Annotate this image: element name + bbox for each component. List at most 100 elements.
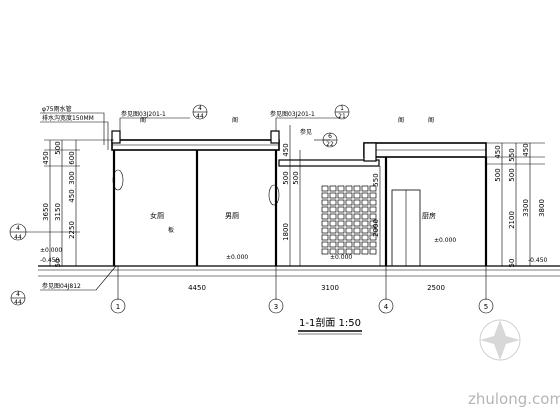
- lattice-block: [353, 199, 361, 206]
- lattice-block: [353, 192, 361, 199]
- lattice-block: [361, 185, 369, 192]
- floor-label: 板: [168, 226, 174, 234]
- leader-side-2: [40, 121, 109, 150]
- axis-label-4: 4: [384, 303, 389, 311]
- index-left-num: 4: [16, 225, 20, 232]
- leader-side-1: [40, 112, 105, 145]
- lattice-block: [321, 248, 329, 255]
- lattice-block: [337, 199, 345, 206]
- index-bottom-left-num: 4: [16, 291, 20, 298]
- roof-label-3: 阁: [398, 116, 404, 124]
- lattice-block: [321, 227, 329, 234]
- lattice-block: [361, 220, 369, 227]
- lattice-block: [361, 227, 369, 234]
- lattice-block: [329, 206, 337, 213]
- parapet-right: [363, 142, 377, 162]
- lattice-block: [321, 185, 329, 192]
- lattice-block: [345, 234, 353, 241]
- lattice-block: [337, 220, 345, 227]
- axis-bubble-3: [268, 298, 284, 314]
- lattice-block: [345, 192, 353, 199]
- lattice-block: [329, 199, 337, 206]
- leader-top-mid: [275, 117, 340, 131]
- dim-left-450: 450: [42, 151, 50, 164]
- lattice-block: [329, 220, 337, 227]
- watermark-logo: [479, 319, 521, 361]
- lattice-block: [321, 234, 329, 241]
- dim-mid-1800: 1800: [282, 223, 290, 241]
- lattice-block: [353, 185, 361, 192]
- lattice-block: [369, 241, 377, 248]
- dim-left-3650: 3650: [42, 203, 50, 221]
- elev-mark-2: ±0.000: [226, 254, 248, 261]
- lattice-block: [353, 213, 361, 220]
- lattice-block: [329, 213, 337, 220]
- dim-right-inner-500: 500: [494, 168, 502, 181]
- lattice-block: [353, 241, 361, 248]
- dim-mid-500: 500: [282, 171, 290, 184]
- lattice-block: [337, 241, 345, 248]
- index-top-mid-num: 1: [340, 105, 344, 112]
- axis-bubble-5: [478, 298, 494, 314]
- drawing-title: 1-1剖面 1:50: [299, 316, 361, 329]
- dim-right-2100: 2100: [508, 211, 516, 229]
- dim-right-50: 50: [508, 259, 516, 268]
- axis-label-3: 3: [274, 303, 278, 311]
- elev-mark-1: ±0.000: [40, 247, 62, 254]
- lattice-block: [369, 220, 377, 227]
- lattice-block: [337, 192, 345, 199]
- leader-bottom-left: [40, 265, 117, 291]
- lattice-block: [345, 213, 353, 220]
- lattice-block: [361, 192, 369, 199]
- parapet-mid: [270, 130, 280, 144]
- room-label-3: 厨房: [422, 211, 436, 220]
- dim-bottom-1: 4450: [188, 284, 206, 292]
- roof-label-2: 阁: [232, 116, 238, 124]
- lattice-block: [353, 248, 361, 255]
- lattice-block: [321, 241, 329, 248]
- dim-mid-500b: 500: [292, 171, 300, 184]
- lattice-block: [369, 227, 377, 234]
- lattice-block: [369, 248, 377, 255]
- elev-mark-4: -0.450: [40, 257, 60, 264]
- elev-mark-3: ±0.000: [434, 237, 456, 244]
- axis-label-5: 5: [484, 303, 488, 311]
- lattice-block: [361, 241, 369, 248]
- lattice-block: [369, 199, 377, 206]
- elev-mark-6: ±0.000: [330, 254, 352, 261]
- lattice-block: [361, 199, 369, 206]
- dim-right-550: 550: [508, 148, 516, 161]
- lattice-block: [369, 206, 377, 213]
- lattice-block: [329, 185, 337, 192]
- dim-left-3150: 3150: [54, 203, 62, 221]
- lattice-block: [337, 185, 345, 192]
- lattice-block: [337, 213, 345, 220]
- lattice-block: [345, 227, 353, 234]
- lattice-block: [353, 206, 361, 213]
- lattice-block: [369, 234, 377, 241]
- leader-top-left: [119, 117, 190, 131]
- dim-right-3800: 3800: [538, 199, 546, 217]
- lattice-block: [345, 199, 353, 206]
- lattice-block: [329, 227, 337, 234]
- canopy-slab: [278, 159, 380, 167]
- lattice-block: [361, 248, 369, 255]
- lattice-block: [345, 206, 353, 213]
- lattice-block: [353, 234, 361, 241]
- lattice-block: [369, 213, 377, 220]
- dim-right-inner-450: 450: [494, 145, 502, 158]
- dim-mid-450: 450: [282, 143, 290, 156]
- lattice-block: [337, 248, 345, 255]
- lattice-block: [329, 248, 337, 255]
- break-symbol-left: [112, 169, 124, 191]
- lattice-block: [321, 213, 329, 220]
- dim-left-2250: 2250: [68, 221, 76, 239]
- dim-left-500: 500: [54, 141, 62, 154]
- index-top-mid-den: 21: [338, 113, 346, 120]
- callout-mid: 参见: [300, 128, 312, 136]
- lattice-block: [337, 206, 345, 213]
- callout-side-2: 排水沟宽度150MM: [42, 114, 94, 122]
- dim-left-inner-450: 450: [68, 189, 76, 202]
- dim-mid-2000: 2000: [372, 219, 380, 237]
